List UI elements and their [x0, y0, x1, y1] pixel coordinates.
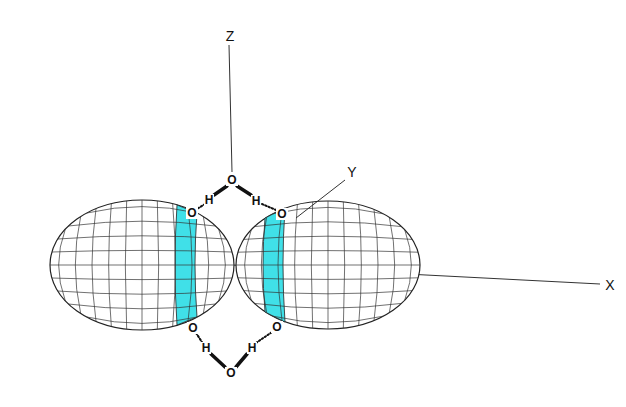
latitude-line: [87, 317, 197, 323]
latitude-line: [238, 251, 418, 253]
latitude-line: [68, 304, 215, 309]
right-wireframe: [236, 201, 420, 329]
axis-label: X: [604, 278, 615, 292]
hydrogen-atom: H: [204, 194, 215, 206]
left-wireframe: [50, 200, 234, 330]
latitude-line: [254, 222, 401, 227]
oxygen-atom: O: [226, 174, 237, 186]
oxygen-atom: O: [225, 367, 236, 379]
latitude-line: [58, 291, 227, 294]
right-ellipsoid: [236, 201, 420, 329]
hydrogen-atom: H: [247, 342, 258, 354]
latitude-line: [236, 265, 420, 266]
latitude-line: [254, 303, 401, 308]
hydrogen-atom: H: [201, 342, 212, 354]
hydrogen-atom: H: [251, 195, 262, 207]
axis-label: Z: [225, 29, 236, 43]
oxygen-atom: O: [186, 207, 197, 219]
latitude-line: [244, 236, 413, 239]
latitude-line: [50, 265, 234, 266]
latitude-line: [273, 207, 383, 213]
left-ellipsoid: [50, 200, 234, 330]
oxygen-atom: O: [271, 321, 282, 333]
oxygen-atom: O: [187, 322, 198, 334]
axis-label: Y: [346, 165, 357, 179]
oxygen-atom: O: [276, 208, 287, 220]
water-bonds: [196, 186, 276, 367]
latitude-line: [58, 236, 227, 239]
latitude-line: [238, 278, 418, 280]
latitude-line: [87, 207, 197, 213]
z-axis: [229, 45, 232, 172]
latitude-line: [68, 221, 215, 226]
latitude-line: [52, 250, 232, 252]
latitude-line: [244, 291, 413, 294]
latitude-line: [52, 278, 232, 280]
latitude-line: [273, 316, 383, 322]
y-axis: [296, 180, 345, 218]
